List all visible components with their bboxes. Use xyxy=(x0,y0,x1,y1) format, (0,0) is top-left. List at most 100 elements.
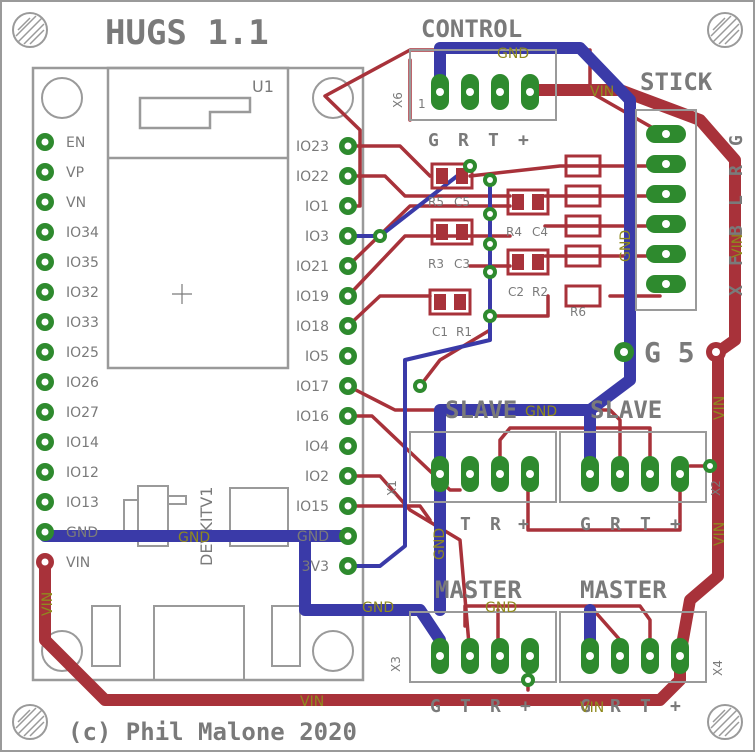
header-pad xyxy=(521,638,539,674)
header-pad xyxy=(431,74,449,110)
module-ref: U1 xyxy=(252,77,274,96)
module-pin-left: IO32 xyxy=(36,283,99,301)
module-pin-label: IO25 xyxy=(66,345,99,361)
stick-pad xyxy=(646,155,686,173)
slave1-label-t: T xyxy=(460,514,471,535)
master1-title: MASTER xyxy=(435,576,522,604)
master2-ref: X4 xyxy=(711,660,725,676)
mounting-hole-icon xyxy=(707,12,743,48)
module-pin-label: IO15 xyxy=(296,499,329,515)
module-pin-label: IO21 xyxy=(296,259,329,275)
module-pin-left: IO13 xyxy=(36,493,99,511)
module-pin-right: IO17 xyxy=(296,377,357,395)
via xyxy=(463,159,477,173)
module-pin-label: IO19 xyxy=(296,289,329,305)
module-pin-right: 3V3 xyxy=(302,557,357,575)
module-pins: ENVPVNIO34IO35IO32IO33IO25IO26IO27IO14IO… xyxy=(36,133,357,575)
control-label-plus: + xyxy=(518,130,529,151)
header-pad xyxy=(431,456,449,492)
module-pin-left: IO25 xyxy=(36,343,99,361)
module-pin-label: EN xyxy=(66,135,85,151)
header-pad xyxy=(491,74,509,110)
net-labels: GND VIN GND GND GND GND GND GND VIN VIN … xyxy=(40,46,746,716)
module-pin-left: IO27 xyxy=(36,403,99,421)
header-pad xyxy=(461,638,479,674)
slave2-title: SLAVE xyxy=(590,396,662,424)
net-label-gnd: GND xyxy=(618,230,634,262)
module-pin-label: GND xyxy=(66,525,98,541)
module-pin-label: IO14 xyxy=(66,435,99,451)
header-pad xyxy=(521,74,539,110)
net-label-gnd: GND xyxy=(497,46,529,62)
control-label-t: T xyxy=(488,130,499,151)
ref-c1: C1 xyxy=(432,325,448,339)
g5-label: G 5 xyxy=(644,336,695,369)
ref-c5: C5 xyxy=(454,195,470,209)
ref-c3: C3 xyxy=(454,257,470,271)
module-pin-label: IO17 xyxy=(296,379,329,395)
master1-label-g: G xyxy=(430,696,441,717)
module-pin-left: IO26 xyxy=(36,373,99,391)
module-pin-left: VN xyxy=(36,193,86,211)
via xyxy=(521,673,535,687)
module-pin-label: VN xyxy=(66,195,86,211)
module-pin-label: IO35 xyxy=(66,255,99,271)
master2-label-r: R xyxy=(610,696,621,717)
module-pin-right: IO3 xyxy=(305,227,357,245)
wifi-module-outline xyxy=(106,66,290,370)
master1-label-r: R xyxy=(490,696,501,717)
ref-r2: R2 xyxy=(532,285,548,299)
slave1-label-r: R xyxy=(490,514,501,535)
via xyxy=(483,265,497,279)
module-pin-right: IO22 xyxy=(296,167,357,185)
net-label-gnd: GND xyxy=(525,404,557,420)
module-pin-left: IO34 xyxy=(36,223,99,241)
module-pin-left: IO14 xyxy=(36,433,99,451)
module-pin-right: IO16 xyxy=(296,407,357,425)
stick-pad xyxy=(646,215,686,233)
module-pin-right: IO4 xyxy=(305,437,357,455)
mounting-hole-icon xyxy=(12,12,48,48)
module-pin-left: IO33 xyxy=(36,313,99,331)
ref-r3: R3 xyxy=(428,257,444,271)
net-label-vin: VIN xyxy=(712,522,728,546)
ref-r5: R5 xyxy=(428,195,444,209)
pin-one-label: 1 xyxy=(418,97,426,111)
stick-label-f: F xyxy=(726,255,747,266)
module-pin-label: IO2 xyxy=(305,469,329,485)
net-label-vin: VIN xyxy=(40,592,56,616)
slave2-label-r: R xyxy=(610,514,621,535)
module-pin-left: GND xyxy=(36,523,98,541)
module-pin-left: VP xyxy=(36,163,84,181)
header-pad xyxy=(671,456,689,492)
net-label-vin: VIN xyxy=(712,396,728,420)
net-label-vin: VIN xyxy=(300,694,324,710)
module-pin-right: IO1 xyxy=(305,197,357,215)
via xyxy=(413,379,427,393)
module-pin-label: GND xyxy=(297,529,329,545)
header-pad xyxy=(611,638,629,674)
smd-components: R5 C5 R4 C4 R3 C3 C2 R2 C1 R1 R6 xyxy=(428,154,602,339)
header-pad xyxy=(431,638,449,674)
stick-pad xyxy=(646,125,686,143)
mounting-hole-icon xyxy=(707,704,743,740)
master-header-2: MASTER X4 G R T + xyxy=(559,576,725,717)
module-pin-label: VP xyxy=(66,165,84,181)
stick-pad xyxy=(646,185,686,203)
module-pin-label: IO5 xyxy=(305,349,329,365)
mounting-hole-icon xyxy=(12,704,48,740)
slave-header-2: SLAVE X2 G R T + xyxy=(559,396,723,535)
header-pad xyxy=(611,456,629,492)
header-pad xyxy=(491,638,509,674)
module-pin-label: VIN xyxy=(66,555,90,571)
module-pin-label: IO34 xyxy=(66,225,99,241)
module-pin-label: 3V3 xyxy=(302,559,329,575)
stick-title: STICK xyxy=(640,68,713,96)
net-label-vin: VIN xyxy=(590,84,614,100)
module-pin-label: IO32 xyxy=(66,285,99,301)
vias xyxy=(373,159,717,687)
header-pad xyxy=(641,638,659,674)
control-ref: X6 xyxy=(391,92,405,108)
stick-label-l: L xyxy=(726,195,747,206)
module-pin-label: IO4 xyxy=(305,439,329,455)
